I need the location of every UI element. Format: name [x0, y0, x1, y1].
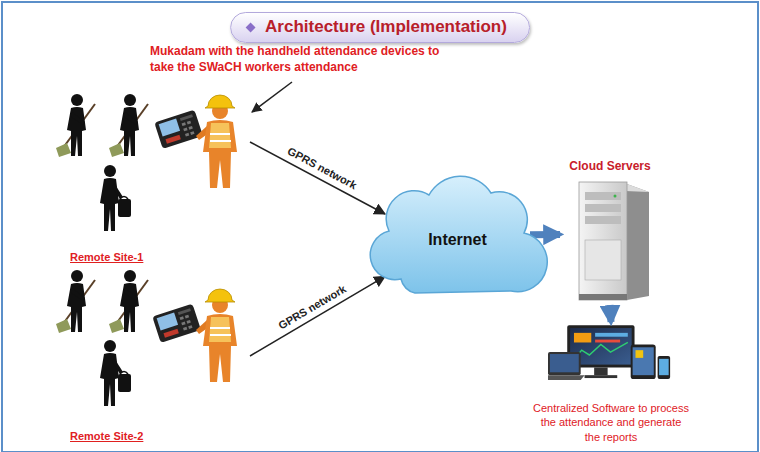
node-text: Remote Site-1	[70, 250, 143, 264]
edge-label: GPRS network	[284, 144, 361, 192]
node-text: Remote Site-2	[70, 429, 143, 443]
handheld-device	[152, 304, 201, 343]
server-node: Cloud Servers	[560, 155, 660, 305]
remote-site: Remote Site-1	[50, 88, 250, 268]
gprs-link	[250, 276, 385, 356]
edge-label: GPRS network	[274, 281, 349, 332]
server-icon	[579, 182, 649, 300]
software-node: Centralized Software to process the atte…	[528, 322, 694, 448]
handheld-device	[154, 110, 203, 149]
data-arrow	[610, 305, 611, 322]
internet-cloud: Internet	[385, 175, 530, 305]
sweeper-figure	[56, 270, 95, 333]
gprs-link	[250, 142, 385, 214]
cloud-shape	[370, 176, 547, 293]
sweeper-figure	[109, 94, 148, 157]
worker-figure	[100, 340, 131, 406]
mukadam-figure	[196, 95, 237, 188]
mukadam-figure	[196, 289, 237, 382]
devices-icon	[544, 325, 670, 380]
worker-figure	[100, 165, 131, 231]
leader-arrow	[252, 82, 292, 112]
remote-site: Remote Site-2	[50, 265, 250, 447]
title-pill: Architecture (Implementation)	[230, 12, 530, 43]
node-text: Cloud Servers	[569, 159, 650, 175]
callout-note: Mukadam with the handheld attendance dev…	[150, 44, 450, 75]
node-text: Internet	[428, 230, 487, 251]
node-text: Centralized Software to process the atte…	[532, 401, 690, 444]
sweeper-figure	[56, 94, 95, 157]
sweeper-figure	[109, 270, 148, 333]
